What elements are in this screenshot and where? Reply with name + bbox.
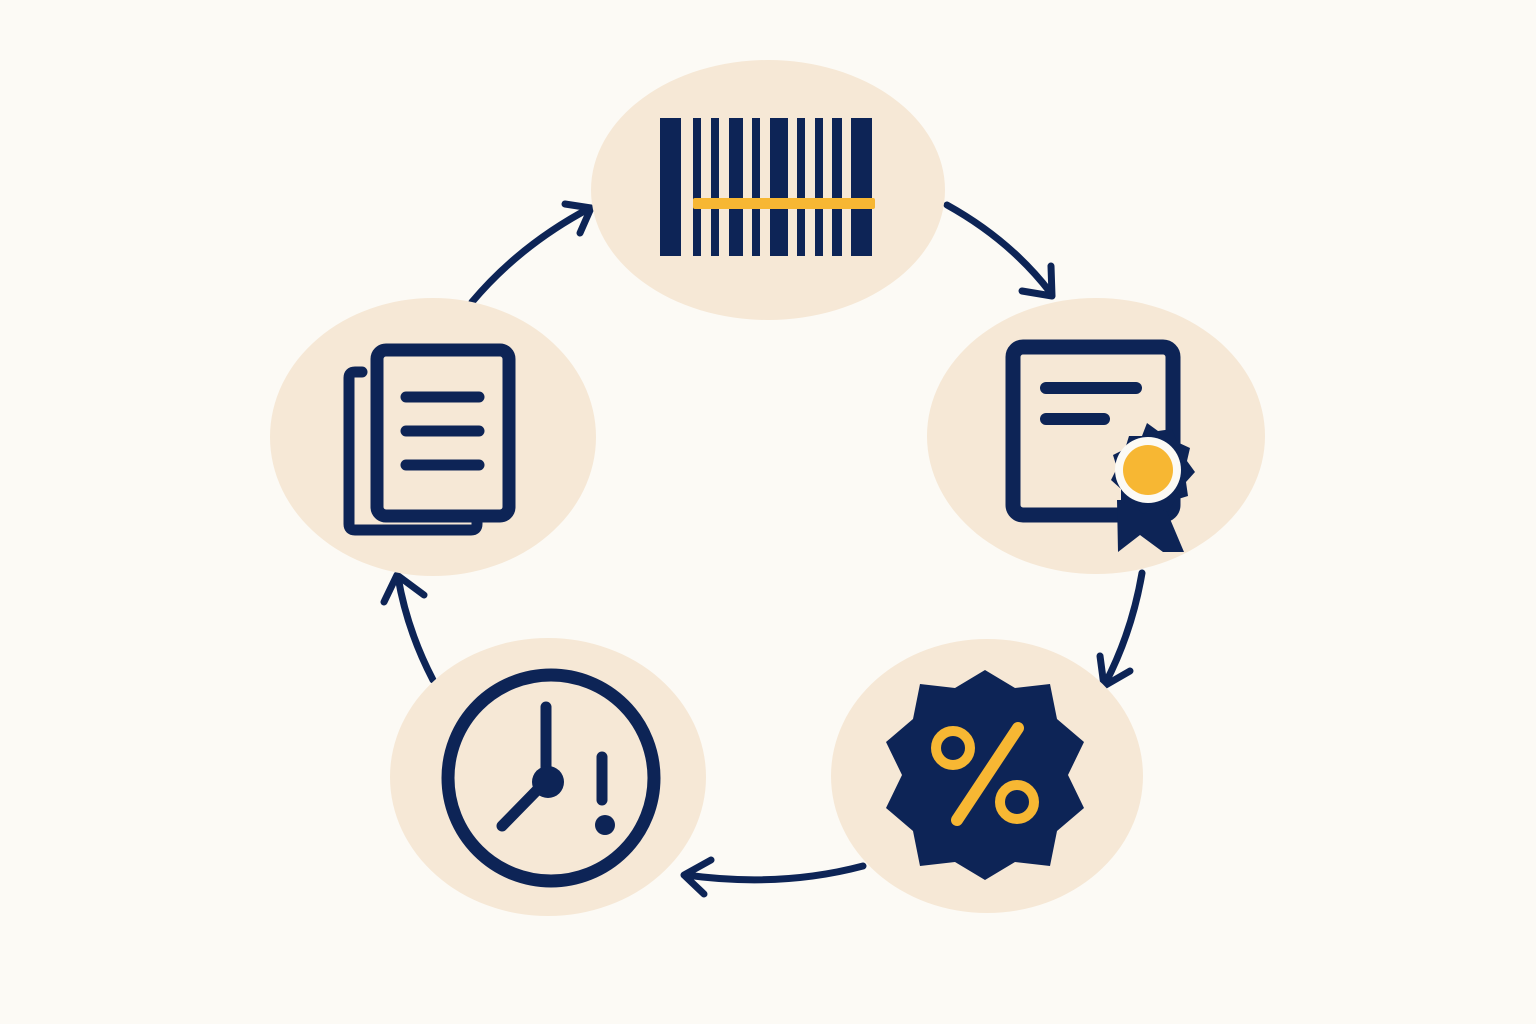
arrow-barcode-to-certificate (943, 201, 1056, 300)
node-barcode (591, 60, 945, 320)
node-blob (927, 298, 1265, 574)
node-discount (831, 639, 1143, 913)
barcode-icon (660, 118, 875, 256)
node-certificate (927, 298, 1265, 574)
award-ribbon-icon (1111, 423, 1195, 552)
node-documents (270, 298, 596, 576)
clock-alert-icon (441, 668, 661, 888)
arrow-certificate-to-discount (1096, 569, 1146, 690)
flow-arrows (380, 200, 1146, 898)
scan-line (693, 198, 875, 209)
percent-badge-icon (886, 670, 1084, 880)
arrow-discount-to-deadline (680, 856, 867, 898)
arrow-deadline-to-documents (380, 571, 437, 684)
node-deadline (390, 638, 706, 916)
certificate-icon (1005, 339, 1195, 552)
documents-icon (343, 343, 516, 536)
node-blob (591, 60, 945, 320)
arrow-documents-to-barcode (468, 200, 595, 306)
